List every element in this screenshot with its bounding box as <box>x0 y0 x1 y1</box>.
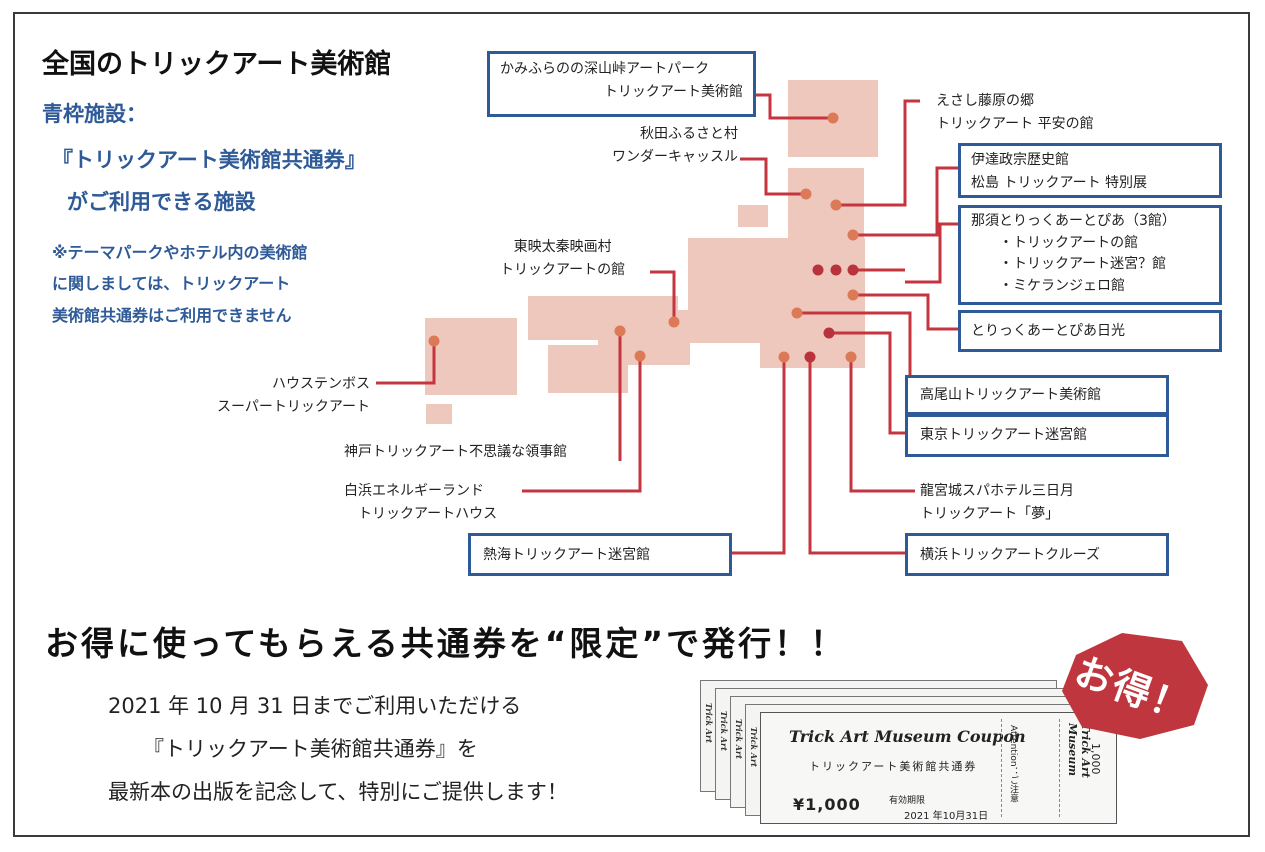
region-chubu <box>688 238 768 343</box>
marker-date <box>847 229 859 241</box>
marker-yokohama <box>804 351 816 363</box>
facility-atami-line-1: 熱海トリックアート迷宮館 <box>483 547 651 563</box>
ticket-attention: Attention：ご注意 <box>1008 725 1018 803</box>
ticket-divider-1 <box>1001 719 1002 817</box>
facility-takao: 高尾山トリックアート美術館 <box>905 375 1169 415</box>
map-markers <box>428 112 859 363</box>
marker-shirahama <box>634 350 646 362</box>
marker-huis <box>428 335 440 347</box>
ticket-stub-text-1: Trick Art <box>704 703 714 743</box>
facility-shirahama: 白浜エネルギーランド トリックアートハウス <box>344 480 497 526</box>
info-line-3: 最新本の出版を記念して、特別にご提供します！ <box>108 780 568 804</box>
facility-nikko: とりっくあーとぴあ日光 <box>958 310 1222 352</box>
facility-nasu-line-2: ・トリックアートの館 <box>999 234 1139 251</box>
ticket-stub-text-4: Trick Art <box>749 727 759 767</box>
region-kanto <box>760 238 865 368</box>
otoku-badge: お得！ <box>1058 627 1210 742</box>
note-line-3: がご利用できる施設 <box>67 190 256 214</box>
headline: お得に使ってもらえる共通券を“限定”で発行！！ <box>45 624 847 663</box>
marker-toei <box>668 316 680 328</box>
marker-takao <box>791 307 803 319</box>
ticket-title: Trick Art Museum Coupon <box>789 727 1026 746</box>
facility-akita: 秋田ふるさと村 ワンダーキャッスル <box>560 123 738 169</box>
marker-esashi <box>830 199 842 211</box>
facility-nasu-line-4: ・ミケランジェロ館 <box>999 278 1125 295</box>
poster-frame <box>13 12 1250 837</box>
facility-nasu-line-3: ・トリックアート迷宮？館 <box>999 256 1167 273</box>
caution-line-2: に関しましては、トリックアート <box>52 274 291 293</box>
facility-nikko-line-1: とりっくあーとぴあ日光 <box>971 323 1125 339</box>
facility-kobe-line-1: 神戸トリックアート不思議な領事館 <box>344 444 568 460</box>
marker-nikko <box>847 289 859 301</box>
region-tohoku <box>788 168 864 238</box>
facility-akita-line-1: 秋田ふるさと村 <box>640 126 738 142</box>
caution-line-3: 美術館共通券はご利用できません <box>52 306 292 325</box>
marker-akita <box>800 188 812 200</box>
facility-huis-line-2: スーパートリックアート <box>216 399 370 416</box>
badge-shape <box>1062 633 1208 739</box>
facility-huis-ten-bosch: ハウステンボス スーパートリックアート <box>190 373 370 419</box>
caution-line-1: ※テーマパークやホテル内の美術館 <box>52 243 308 262</box>
facility-tokyo: 東京トリックアート迷宮館 <box>905 414 1169 457</box>
facility-atami: 熱海トリックアート迷宮館 <box>468 533 732 576</box>
marker-nasu-3 <box>847 264 859 276</box>
facility-nasu-line-1: 那須とりっくあーとぴあ（3館） <box>971 213 1176 229</box>
facility-ryugu: 龍宮城スパホテル三日月 トリックアート「夢」 <box>920 480 1074 526</box>
facility-yokohama: 横浜トリックアートクルーズ <box>905 533 1169 576</box>
facility-toei-line-2: トリックアートの館 <box>500 262 626 279</box>
ticket-subtitle: トリックアート美術館共通券 <box>809 760 978 773</box>
facility-ryugu-line-2: トリックアート「夢」 <box>920 506 1060 523</box>
marker-kobe <box>614 325 626 337</box>
marker-nasu-2 <box>830 264 842 276</box>
note-line-2: 『トリックアート美術館共通券』 <box>52 148 366 172</box>
region-kyushu <box>425 318 517 395</box>
facility-date-line-1: 伊達政宗歴史館 <box>971 152 1069 168</box>
info-line-1: 2021 年 10 月 31 日までご利用いただける <box>108 694 522 718</box>
ticket-value: 1,000 <box>1089 743 1102 775</box>
ticket-price: ¥1,000 <box>793 795 861 814</box>
facility-esashi-line-2: トリックアート 平安の館 <box>936 116 1094 133</box>
ticket-limit-date: 2021 年10月31日 <box>904 811 989 822</box>
page-title: 全国のトリックアート美術館 <box>42 49 392 80</box>
region-okinawa <box>426 404 452 424</box>
facility-shirahama-line-2: トリックアートハウス <box>358 506 498 523</box>
facility-akita-line-2: ワンダーキャッスル <box>612 149 738 166</box>
facility-kamifurano-line-2: トリックアート美術館 <box>603 84 743 101</box>
ticket-front: Trick Art Museum Coupon トリックアート美術館共通券 ¥1… <box>760 712 1117 824</box>
map-regions <box>425 80 878 424</box>
info-line-2: 『トリックアート美術館共通券』を <box>143 737 478 761</box>
note-line-1: 青枠施設： <box>42 102 147 126</box>
facility-ryugu-line-1: 龍宮城スパホテル三日月 <box>920 483 1074 499</box>
facility-toei: 東映太秦映画村 トリックアートの館 <box>500 236 625 282</box>
marker-ryugu <box>845 351 857 363</box>
facility-esashi-line-1: えさし藤原の郷 <box>936 93 1034 109</box>
facility-kamifurano-line-1: かみふらのの深山峠アートパーク <box>500 61 710 77</box>
region-sado <box>738 205 768 227</box>
facility-yokohama-line-1: 横浜トリックアートクルーズ <box>920 547 1101 563</box>
ticket-brand: Trick Art Museum <box>1066 723 1092 778</box>
ticket-stub-text-2: Trick Art <box>719 711 729 751</box>
coupon-ticket-stack: Trick Art Trick Art Trick Art Trick Art … <box>700 680 1117 824</box>
region-shikoku <box>548 345 628 393</box>
ticket-divider-2 <box>1059 719 1060 817</box>
facility-kamifurano: かみふらのの深山峠アートパーク トリックアート美術館 <box>487 51 756 117</box>
facility-nasu: 那須とりっくあーとぴあ（3館） ・トリックアートの館 ・トリックアート迷宮？館 … <box>958 205 1222 305</box>
facility-takao-line-1: 高尾山トリックアート美術館 <box>920 387 1102 403</box>
facility-esashi: えさし藤原の郷 トリックアート 平安の館 <box>936 90 1094 136</box>
facility-tokyo-line-1: 東京トリックアート迷宮館 <box>920 427 1088 443</box>
ticket-limit-label: 有効期限 <box>889 796 926 806</box>
marker-kamifurano <box>827 112 839 124</box>
facility-date-masamune: 伊達政宗歴史館 松島 トリックアート 特別展 <box>958 143 1222 198</box>
facility-shirahama-line-1: 白浜エネルギーランド <box>344 483 484 499</box>
marker-nasu-1 <box>812 264 824 276</box>
facility-date-line-2: 松島 トリックアート 特別展 <box>971 175 1148 192</box>
facility-huis-line-1: ハウステンボス <box>272 376 370 392</box>
facility-kobe: 神戸トリックアート不思議な領事館 <box>344 441 567 464</box>
ticket-stub-text-3: Trick Art <box>734 719 744 759</box>
marker-tokyo <box>823 327 835 339</box>
marker-atami <box>778 351 790 363</box>
region-chugoku <box>528 296 678 340</box>
facility-toei-line-1: 東映太秦映画村 <box>513 239 612 255</box>
